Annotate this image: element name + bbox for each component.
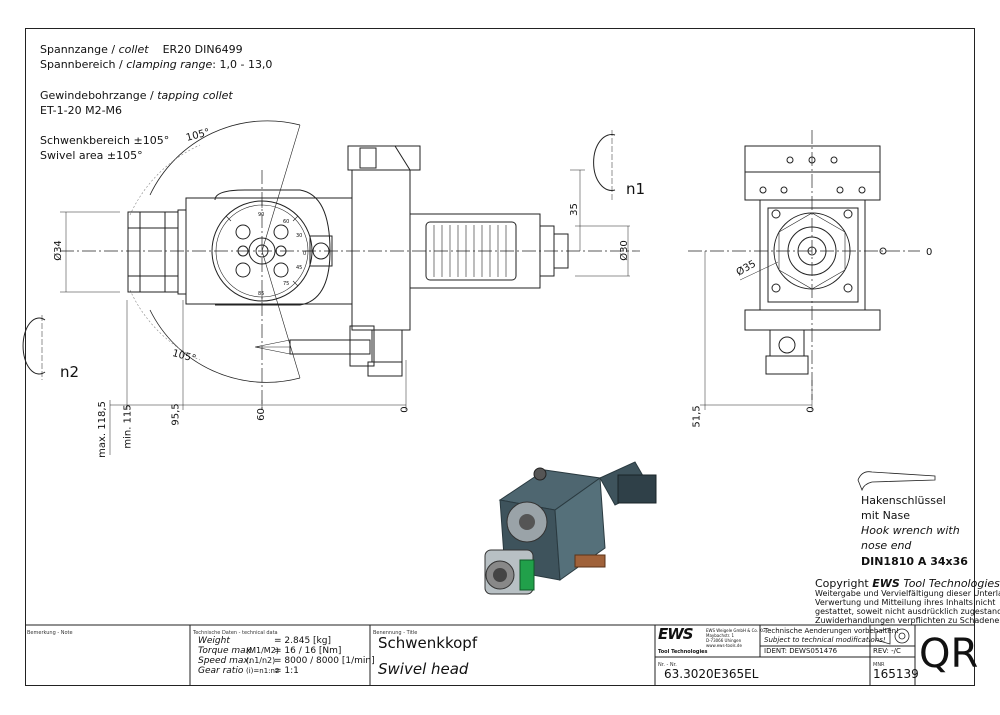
dim-35: 35 [568, 203, 580, 216]
wrench-de-1: Hakenschlüssel [861, 494, 946, 507]
ident-number: IDENT: DEWS051476 [764, 647, 838, 655]
dim-d30: Ø30 [618, 240, 630, 261]
qr-label: QR [919, 631, 979, 677]
scale-45: 45 [296, 265, 303, 271]
weight-value: = 2.845 [kg] [274, 636, 331, 646]
tapping-note: Gewindebohrzange / tapping collet [40, 89, 233, 102]
swivel-de: Schwenkbereich ±105° [40, 134, 170, 147]
copyright-text-1: Weitergabe und Vervielfältigung dieser U… [815, 589, 1000, 598]
revision: REV: -/C [873, 647, 901, 655]
copyright-line: Copyright EWS Tool Technologies [815, 577, 1000, 590]
note-label: Bemerkung - Note [27, 630, 73, 636]
techdata-label: Technische Daten - technical data [193, 630, 278, 636]
torque-marker: (M1/M2) [246, 646, 279, 655]
address-2: Maybachstr. 1 [706, 633, 735, 638]
wrench-de-2: mit Nase [861, 509, 911, 522]
label-n2: n2 [60, 363, 80, 381]
dim-zero-2: 0 [926, 247, 933, 258]
dim-zero-3: 0 [805, 406, 817, 413]
projection-symbol [875, 627, 910, 645]
weight-label: Weight [198, 636, 230, 646]
title-label: Benennung - Title [373, 630, 418, 636]
speed-value: = 8000 / 8000 [1/min] [274, 656, 375, 666]
dim-min: min. 115 [122, 404, 134, 449]
copyright-text-3: gestattet, soweit nicht ausdrücklich zug… [815, 607, 1000, 616]
dim-max: max. 118,5 [96, 401, 108, 458]
mnr-label: MNR [873, 662, 885, 668]
scale-30: 30 [296, 233, 303, 239]
title-de: Schwenkkopf [378, 634, 478, 652]
copyright-text-2: Verwertung und Mitteilung ihres Inhalts … [815, 598, 996, 607]
torque-value: = 16 / 16 [Nm] [274, 646, 342, 656]
scale-85: 85 [258, 291, 265, 297]
swivel-head-3d-render [484, 461, 657, 595]
nr-label: Nr. - Nr. [658, 662, 677, 668]
dim-51: 51,5 [691, 405, 703, 428]
gear-marker: (i)=n1:n2 [246, 667, 280, 675]
wrench-en-1: Hook wrench with [861, 524, 960, 537]
wrench-en-2: nose end [861, 539, 912, 552]
title-en: Swivel head [378, 660, 469, 678]
scale-90: 90 [258, 212, 265, 218]
tapping-value: ET-1-20 M2-M6 [40, 104, 123, 117]
material-number: 165139 [873, 667, 919, 681]
drawing-frame [25, 28, 975, 686]
changes-de: Technische Aenderungen vorbehalten! [764, 627, 899, 635]
address-3: D-73066 Uhingen [706, 638, 742, 643]
swivel-en: Swivel area ±105° [40, 149, 143, 162]
dim-zero-1: 0 [399, 406, 411, 413]
drawing-number: 63.3020E365EL [664, 667, 759, 681]
collet-note: Spannzange / collet ER20 DIN6499 [40, 43, 243, 56]
ews-logo-sub: Tool Technologies [658, 649, 708, 655]
dim-95: 95,5 [170, 403, 182, 426]
scale-75: 75 [283, 281, 290, 287]
speed-marker: (n1/n2) [246, 656, 276, 665]
gear-label: Gear ratio [198, 666, 244, 676]
ews-logo: EWS [658, 625, 694, 643]
label-n1: n1 [626, 180, 646, 198]
range-note: Spannbereich / clamping range: 1,0 - 13,… [40, 58, 273, 71]
torque-label: Torque max. [198, 646, 254, 656]
scale-60: 60 [283, 219, 290, 225]
scale-0: 0 [303, 251, 307, 257]
gear-value: = 1:1 [274, 666, 299, 676]
speed-label: Speed max. [198, 656, 252, 666]
dim-60: 60 [255, 408, 267, 421]
wrench-standard: DIN1810 A 34x36 [861, 555, 968, 568]
changes-en: Subject to technical modifications! [764, 636, 886, 644]
copyright-text-4: Zuwiderhandlungen verpflichten zu Schade… [815, 616, 1000, 625]
address-1: EWS Weigele GmbH & Co. KG [706, 628, 766, 633]
dim-d34: Ø34 [52, 240, 64, 261]
address-4: www.ews-tools.de [706, 643, 742, 648]
